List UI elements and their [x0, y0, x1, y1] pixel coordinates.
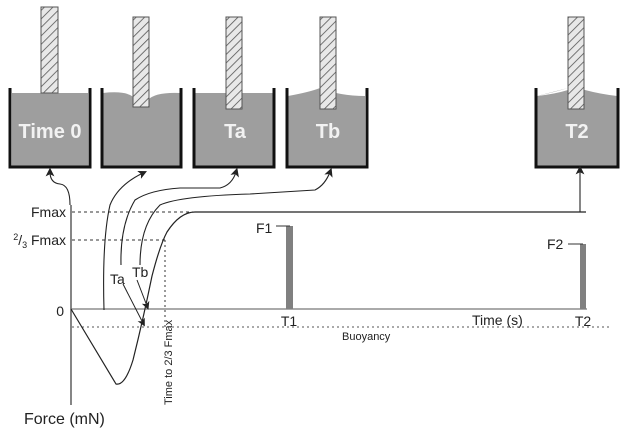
plate: [132, 16, 150, 108]
liquid: [288, 88, 365, 166]
arrow-ta: [120, 167, 239, 266]
beaker-wall: [8, 88, 92, 169]
liquid: [12, 93, 88, 166]
force-curve: [70, 211, 586, 385]
tb-label: Tb: [132, 264, 149, 280]
beaker-tb: Tb: [285, 16, 369, 169]
arrow-time-0: [45, 167, 71, 206]
time-to-two-thirds-label: Time to 2/3 Fmax: [163, 319, 175, 405]
beaker-wall: [285, 88, 369, 169]
ta-pointer: [122, 283, 145, 327]
plate: [225, 16, 243, 110]
plate: [567, 16, 585, 110]
tb-pointer: [136, 279, 150, 310]
y-tick-two-thirds: 2/3 Fmax: [13, 232, 66, 250]
t2-label: T2: [575, 313, 592, 329]
f2-bar: [580, 244, 586, 309]
liquid: [537, 88, 617, 166]
y-tick-zero: 0: [56, 303, 64, 319]
beaker-t2: T2: [534, 16, 620, 169]
beaker-time-0: Time 0: [8, 6, 92, 169]
t1-label: T1: [281, 313, 298, 329]
arrow-tb: [139, 167, 333, 266]
buoyancy-label: Buoyancy: [342, 331, 391, 343]
y-axis-label: Force (mN): [24, 411, 105, 428]
plate: [319, 16, 337, 110]
beaker-2: [100, 16, 183, 169]
f2-label: F2: [547, 236, 564, 252]
beaker-label: Time 0: [19, 121, 82, 143]
beaker-ta: Ta: [192, 16, 276, 169]
beaker-label: Tb: [316, 121, 340, 143]
x-axis-label: Time (s): [472, 312, 523, 328]
beaker-wall: [100, 88, 183, 169]
liquid: [103, 92, 180, 166]
f1-bar: [286, 226, 293, 309]
beaker-wall: [192, 88, 276, 169]
plate: [40, 6, 59, 94]
beaker-label: Ta: [224, 121, 247, 143]
beaker-label: T2: [565, 121, 588, 143]
y-tick-fmax: Fmax: [31, 204, 66, 220]
ta-label: Ta: [110, 271, 125, 287]
arrow-beaker-2: [103, 170, 147, 311]
f1-label: F1: [256, 220, 273, 236]
